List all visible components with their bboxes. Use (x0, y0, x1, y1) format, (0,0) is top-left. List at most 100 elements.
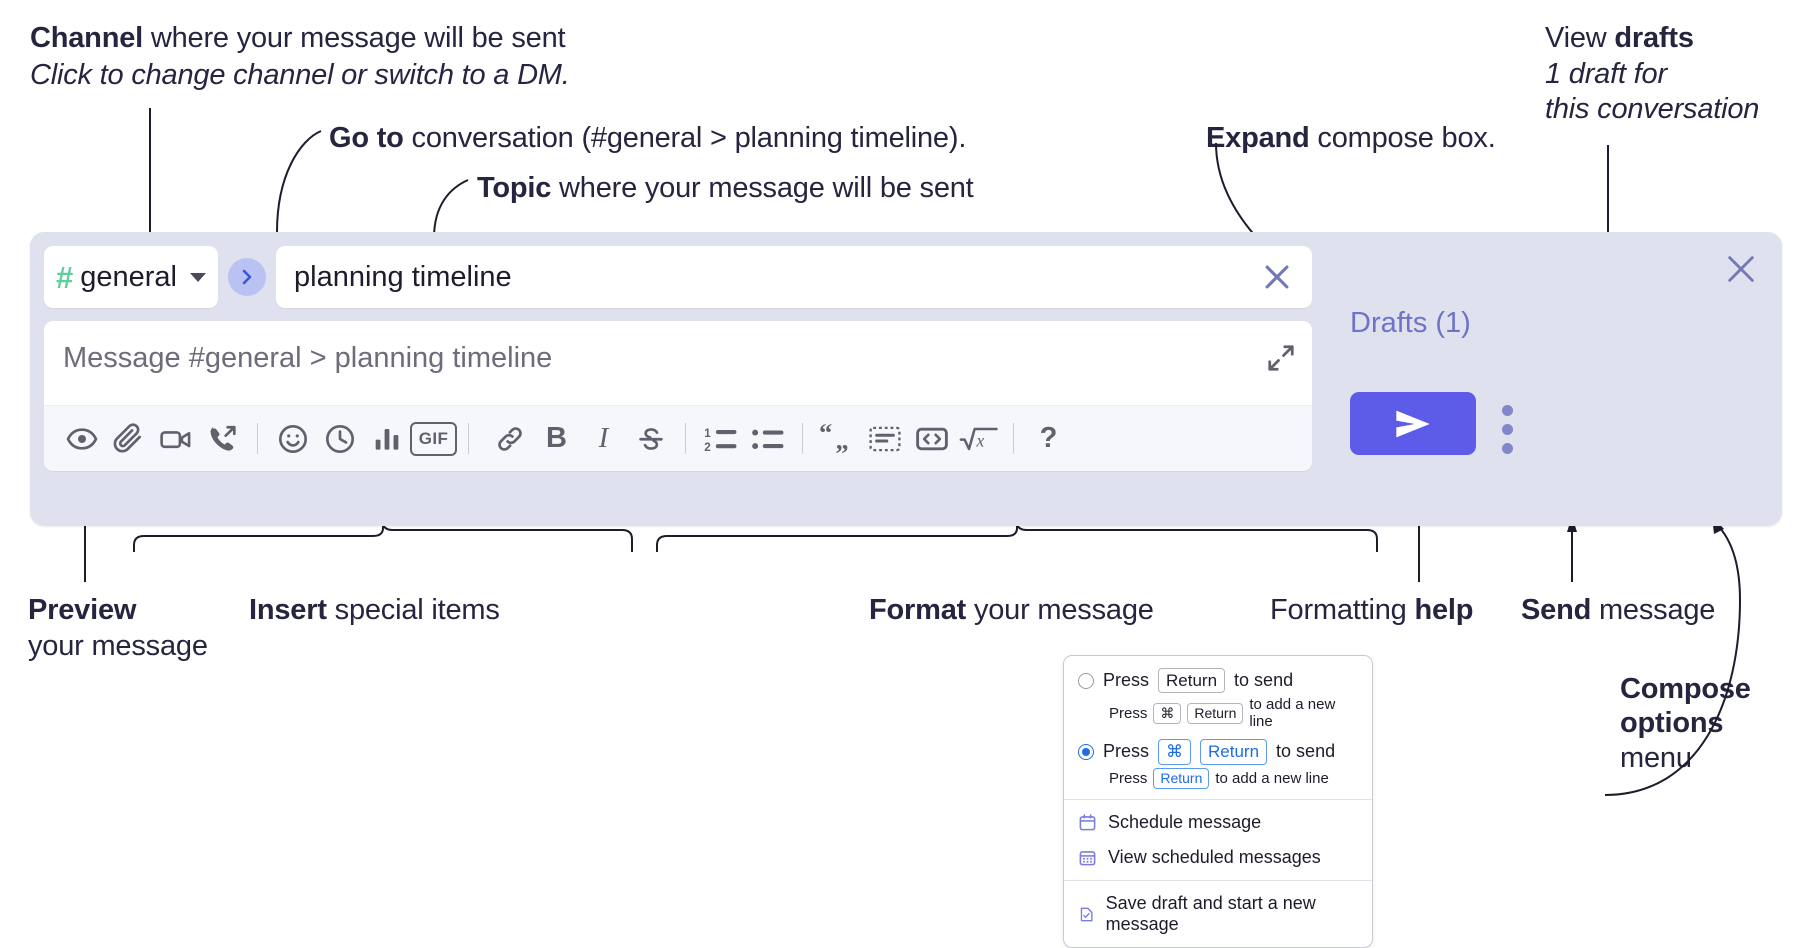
annotation-drafts: View drafts 1 draft for this conversatio… (1545, 22, 1759, 125)
save-draft-icon (1080, 907, 1093, 921)
option-sub-action: to add a new line (1249, 696, 1336, 731)
annotation-goto-bold: Go to (329, 122, 404, 154)
key-return: Return (1187, 702, 1244, 724)
menu-item-save-draft[interactable]: Save draft and start a new message (1064, 886, 1372, 942)
annotation-options-rest: menu (1620, 741, 1692, 774)
annotation-preview-bold: Preview (28, 594, 137, 626)
blockquote-button[interactable]: “ „ (814, 415, 861, 462)
italic-icon: I (598, 422, 609, 454)
channel-name-label: general (80, 260, 177, 293)
toolbar-divider (685, 423, 686, 454)
annotation-drafts-bold: drafts (1614, 22, 1694, 54)
option-sub-press: Press (1109, 769, 1148, 787)
key-return: Return (1153, 767, 1210, 789)
chevron-down-icon (190, 272, 206, 282)
radio-button-selected[interactable] (1078, 743, 1094, 760)
annotation-help: Formatting help (1270, 594, 1473, 626)
help-icon: ? (1039, 422, 1058, 454)
annotation-drafts-italic1: 1 draft for (1545, 58, 1667, 91)
compose-header-row: # general planning timeline (44, 246, 1312, 308)
calendar-schedule-icon (1079, 814, 1096, 831)
annotation-channel-bold: Channel (30, 22, 143, 54)
goto-conversation-button[interactable] (228, 258, 266, 296)
drafts-link[interactable]: Drafts (1) (1350, 307, 1471, 339)
channel-picker[interactable]: # general (44, 246, 218, 308)
message-input[interactable]: Message #general > planning timeline (44, 321, 1312, 405)
draft-section: Save draft and start a new message (1064, 880, 1372, 947)
inline-code-icon (915, 427, 948, 450)
code-block-button[interactable] (861, 415, 908, 462)
video-clip-button[interactable] (152, 415, 199, 462)
chevron-right-icon (242, 269, 252, 285)
send-option-row[interactable]: Press Return to send (1078, 668, 1358, 694)
toolbar-divider (257, 423, 258, 454)
topic-value: planning timeline (294, 260, 512, 293)
gif-button[interactable]: GIF (410, 415, 457, 462)
annotation-goto: Go to conversation (#general > planning … (329, 122, 966, 154)
formatting-toolbar: GIF B I (44, 405, 1312, 471)
preview-button[interactable] (58, 415, 105, 462)
send-option-row[interactable]: Press ⌘ Return to send (1078, 739, 1358, 765)
key-command: ⌘ (1153, 702, 1182, 724)
expand-icon[interactable] (1266, 343, 1296, 373)
annotation-options-bold1: Compose (1620, 673, 1751, 705)
menu-item-label: Schedule message (1108, 812, 1262, 832)
key-command: ⌘ (1158, 739, 1192, 765)
link-button[interactable] (486, 415, 533, 462)
compose-main-column: # general planning timeline Message #gen… (44, 246, 1312, 471)
italic-button[interactable]: I (580, 415, 627, 462)
close-panel-icon[interactable] (1724, 252, 1758, 286)
toolbar-divider (468, 423, 469, 454)
send-option-sub: Press ⌘ Return to add a new line (1109, 696, 1358, 730)
inline-code-button[interactable] (908, 415, 955, 462)
close-icon[interactable] (1260, 260, 1294, 294)
menu-item-label: View scheduled messages (1108, 847, 1321, 867)
bulleted-list-icon (751, 429, 783, 449)
radio-button[interactable] (1078, 672, 1094, 689)
annotation-channel-rest: where your message will be sent (143, 22, 566, 54)
menu-item-label: Save draft and start a new message (1105, 893, 1316, 934)
math-button[interactable]: x (955, 415, 1002, 462)
annotation-send-rest: message (1591, 594, 1716, 626)
topic-input[interactable]: planning timeline (276, 246, 1312, 308)
bold-button[interactable]: B (533, 415, 580, 462)
emoji-button[interactable] (269, 415, 316, 462)
option-sub-action: to add a new line (1215, 769, 1329, 787)
compose-panel: # general planning timeline Message #gen… (30, 232, 1782, 526)
option-action-label: to send (1234, 670, 1294, 691)
schedule-button[interactable] (316, 415, 363, 462)
option-press-label: Press (1103, 741, 1150, 762)
attachment-button[interactable] (105, 415, 152, 462)
video-icon (159, 430, 190, 448)
menu-item-view-scheduled[interactable]: View scheduled messages (1064, 840, 1372, 875)
annotation-preview: Preview your message (28, 594, 208, 663)
annotation-topic-bold: Topic (477, 172, 552, 204)
gif-icon: GIF (410, 421, 457, 456)
svg-text:„: „ (835, 425, 848, 455)
message-placeholder: Message #general > planning timeline (63, 342, 553, 374)
ordered-list-icon: 1 2 (704, 428, 736, 454)
annotation-expand: Expand compose box. (1206, 122, 1496, 154)
svg-text:x: x (975, 430, 984, 450)
key-return: Return (1158, 668, 1226, 694)
compose-options-button[interactable] (1502, 405, 1513, 462)
strikethrough-button[interactable] (627, 415, 674, 462)
send-options-group: Press Return to send Press ⌘ Return to a… (1064, 656, 1372, 800)
ordered-list-button[interactable]: 1 2 (697, 415, 744, 462)
annotation-format-bold: Format (869, 594, 967, 626)
poll-button[interactable] (363, 415, 410, 462)
menu-item-schedule-message[interactable]: Schedule message (1064, 805, 1372, 840)
send-button[interactable] (1350, 392, 1476, 455)
clock-icon (325, 424, 354, 453)
audio-call-icon (210, 425, 236, 451)
math-icon: x (959, 427, 998, 450)
code-block-icon (868, 426, 901, 451)
audio-clip-button[interactable] (199, 415, 246, 462)
formatting-help-button[interactable]: ? (1025, 415, 1072, 462)
calendar-grid-icon (1079, 851, 1096, 866)
annotation-drafts-normal: View (1545, 22, 1615, 54)
svg-text:2: 2 (704, 442, 710, 454)
compose-options-menu: Press Return to send Press ⌘ Return to a… (1063, 655, 1373, 948)
bulleted-list-button[interactable] (744, 415, 791, 462)
toolbar-divider (802, 423, 803, 454)
